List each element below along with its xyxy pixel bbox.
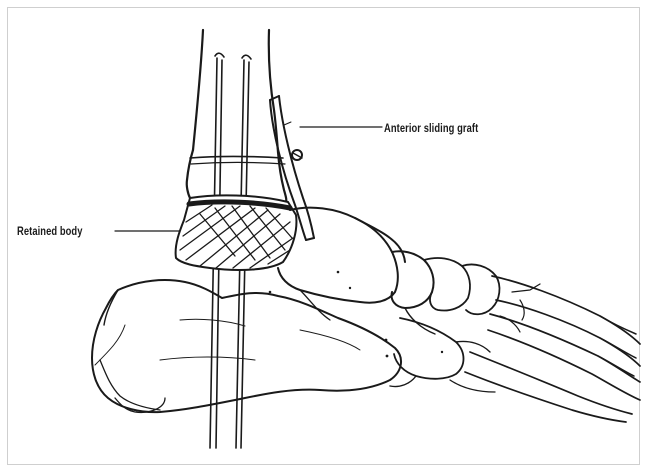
retained-body	[176, 195, 297, 270]
midfoot-bones	[390, 258, 499, 387]
retained-body-label: Retained body	[17, 224, 83, 238]
phalanges	[598, 316, 636, 376]
metatarsals	[450, 276, 640, 422]
anterior-sliding-graft-label: Anterior sliding graft	[384, 121, 478, 135]
calcaneus	[92, 280, 401, 412]
bone-detail-dots	[269, 271, 443, 358]
